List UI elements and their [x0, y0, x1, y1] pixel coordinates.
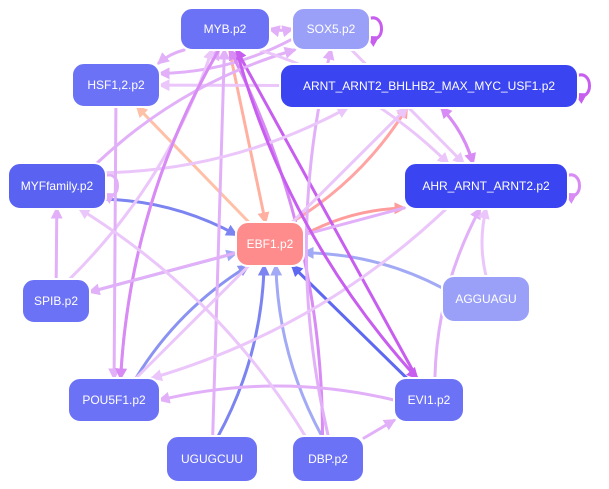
node-ebf1-box — [235, 221, 305, 267]
node-spib-label: SPIB.p2 — [34, 294, 78, 308]
node-sox5[interactable]: SOX5.p2 — [291, 7, 371, 51]
node-myb[interactable]: MYB.p2 — [179, 7, 271, 51]
node-dbp-label: DBP.p2 — [308, 452, 348, 466]
node-ugugcuu-box — [165, 435, 259, 483]
edge-agguagu-to-ebf1 — [301, 246, 444, 290]
edge-dbp-to-myf — [77, 207, 307, 438]
edge-pou5f1-to-ebf1 — [134, 264, 251, 380]
node-dbp[interactable]: DBP.p2 — [291, 435, 365, 483]
edge-myb-to-hsf — [156, 48, 186, 65]
node-ahr[interactable]: AHR_ARNT_ARNT2.p2 — [403, 162, 569, 210]
node-ebf1-label: EBF1.p2 — [247, 237, 294, 251]
node-pou5f1-box — [67, 377, 161, 423]
edge-evi1-to-myb — [235, 47, 419, 380]
node-arnt[interactable]: ARNT_ARNT2_BHLHB2_MAX_MYC_USF1.p2 — [279, 63, 579, 109]
edge-sox5-to-sox5 — [365, 16, 383, 47]
edge-arnt-to-ahr — [440, 106, 476, 166]
node-myf-box — [7, 162, 107, 210]
node-hsf-label: HSF1,2.p2 — [87, 78, 145, 92]
node-myb-label: MYB.p2 — [204, 22, 247, 36]
node-agguagu-label: AGGUAGU — [455, 292, 516, 306]
node-myb-box — [179, 7, 271, 51]
node-ugugcuu-label: UGUGCUU — [181, 452, 243, 466]
node-spib[interactable]: SPIB.p2 — [21, 278, 91, 324]
edge-arnt-to-arnt — [573, 73, 591, 104]
edge-myf-to-sox5 — [95, 46, 297, 165]
edge-sox5-to-myb — [267, 25, 294, 38]
edge-myb-to-ebf1 — [227, 48, 270, 225]
node-agguagu-box — [441, 275, 531, 323]
node-evi1-label: EVI1.p2 — [408, 393, 451, 407]
node-sox5-label: SOX5.p2 — [307, 22, 356, 36]
edge-ugugcuu-to-ebf1 — [216, 263, 270, 438]
edge-ebf1-to-ahr — [302, 202, 407, 237]
edge-myf-to-arnt — [104, 106, 350, 175]
node-dbp-box — [291, 435, 365, 483]
edge-ahr-to-pou5f1 — [149, 207, 448, 382]
node-sox5-box — [291, 7, 371, 51]
edge-hsf-to-pou5f1 — [108, 105, 121, 381]
node-hsf-box — [71, 62, 161, 108]
edge-dbp-to-ebf1 — [270, 263, 324, 438]
node-hsf[interactable]: HSF1,2.p2 — [71, 62, 161, 108]
node-evi1[interactable]: EVI1.p2 — [393, 377, 465, 423]
edge-agguagu-to-ahr — [477, 206, 490, 278]
edge-myf-to-ebf1 — [104, 197, 239, 237]
node-pou5f1[interactable]: POU5F1.p2 — [67, 377, 161, 423]
node-ebf1[interactable]: EBF1.p2 — [235, 221, 305, 267]
edges-layer — [50, 16, 591, 440]
edge-evi1-to-pou5f1 — [157, 384, 396, 404]
edge-myb-to-pou5f1 — [115, 48, 221, 381]
edge-ahr-to-ahr — [563, 173, 581, 204]
edge-spib-to-myf — [50, 206, 63, 281]
node-myf[interactable]: MYFfamily.p2 — [7, 162, 107, 210]
edge-ugugcuu-to-myb — [211, 47, 231, 438]
node-spib-box — [21, 278, 91, 324]
node-pou5f1-label: POU5F1.p2 — [82, 393, 146, 407]
edge-sox5-to-hsf — [157, 37, 294, 80]
node-arnt-box — [279, 63, 579, 109]
node-ahr-label: AHR_ARNT_ARNT2.p2 — [422, 179, 550, 193]
node-ahr-box — [403, 162, 569, 210]
node-evi1-box — [393, 377, 465, 423]
node-ugugcuu[interactable]: UGUGCUU — [165, 435, 259, 483]
node-myf-label: MYFfamily.p2 — [21, 179, 94, 193]
edge-dbp-to-evi1 — [362, 418, 397, 440]
node-arnt-label: ARNT_ARNT2_BHLHB2_MAX_MYC_USF1.p2 — [303, 79, 555, 93]
node-agguagu[interactable]: AGGUAGU — [441, 275, 531, 323]
edge-myb-to-evi1 — [235, 48, 419, 380]
edge-myf-to-myf — [101, 173, 119, 204]
